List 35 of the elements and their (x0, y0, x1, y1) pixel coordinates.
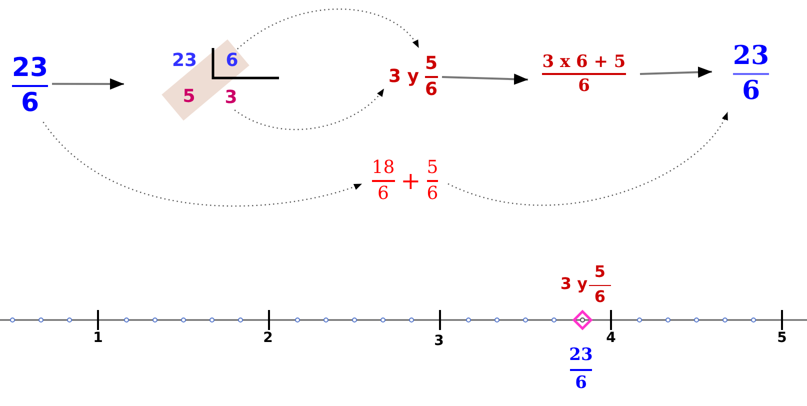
denominator: 6 (578, 76, 590, 96)
numerator: 5 (425, 54, 438, 74)
denominator: 6 (575, 372, 587, 393)
arrow (442, 74, 528, 85)
arrow (52, 78, 124, 90)
arrow (640, 66, 712, 78)
denominator: 6 (742, 77, 760, 106)
numerator: 18 (372, 158, 395, 178)
denominator: 6 (20, 89, 40, 118)
quotient: 3 (224, 88, 238, 108)
tick-label: 3 (434, 332, 444, 349)
dotted-arrow (448, 112, 728, 206)
numerator: 23 (12, 54, 48, 83)
remainder: 5 (182, 87, 196, 107)
denominator: 6 (377, 184, 389, 204)
tick-label: 5 (777, 330, 787, 346)
dotted-arrow (42, 122, 362, 207)
numerator: 23 (569, 344, 593, 365)
tick-label: 4 (606, 330, 616, 346)
math-text: 3 y (388, 67, 419, 87)
tick-label: 2 (263, 330, 273, 346)
numerator: 3 x 6 + 5 (542, 52, 626, 72)
denominator: 6 (426, 184, 438, 204)
divisor: 6 (226, 51, 238, 71)
denominator: 6 (425, 80, 438, 100)
math-text: 3 y (560, 274, 588, 293)
numerator: 5 (426, 158, 438, 178)
denominator: 6 (594, 286, 606, 306)
dotted-arrow (237, 8, 420, 50)
numerator: 5 (594, 262, 606, 281)
numerator: 23 (732, 42, 770, 71)
math-text: + (400, 168, 421, 194)
tick-label: 1 (93, 330, 103, 346)
dotted-arrow (234, 88, 384, 130)
dividend: 23 (172, 51, 198, 71)
